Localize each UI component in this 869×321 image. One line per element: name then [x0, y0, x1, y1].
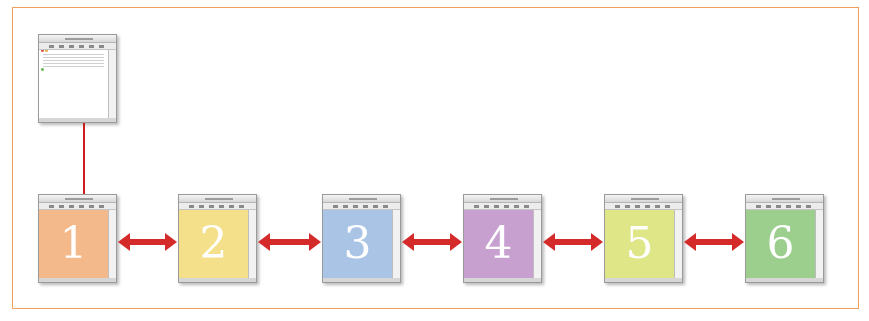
bidirectional-arrows	[118, 233, 744, 251]
double-arrow-2-3	[258, 233, 321, 251]
double-arrow-5-6	[684, 233, 744, 251]
double-arrow-3-4	[402, 233, 462, 251]
double-arrow-1-2	[118, 233, 177, 251]
double-arrow-4-5	[543, 233, 603, 251]
